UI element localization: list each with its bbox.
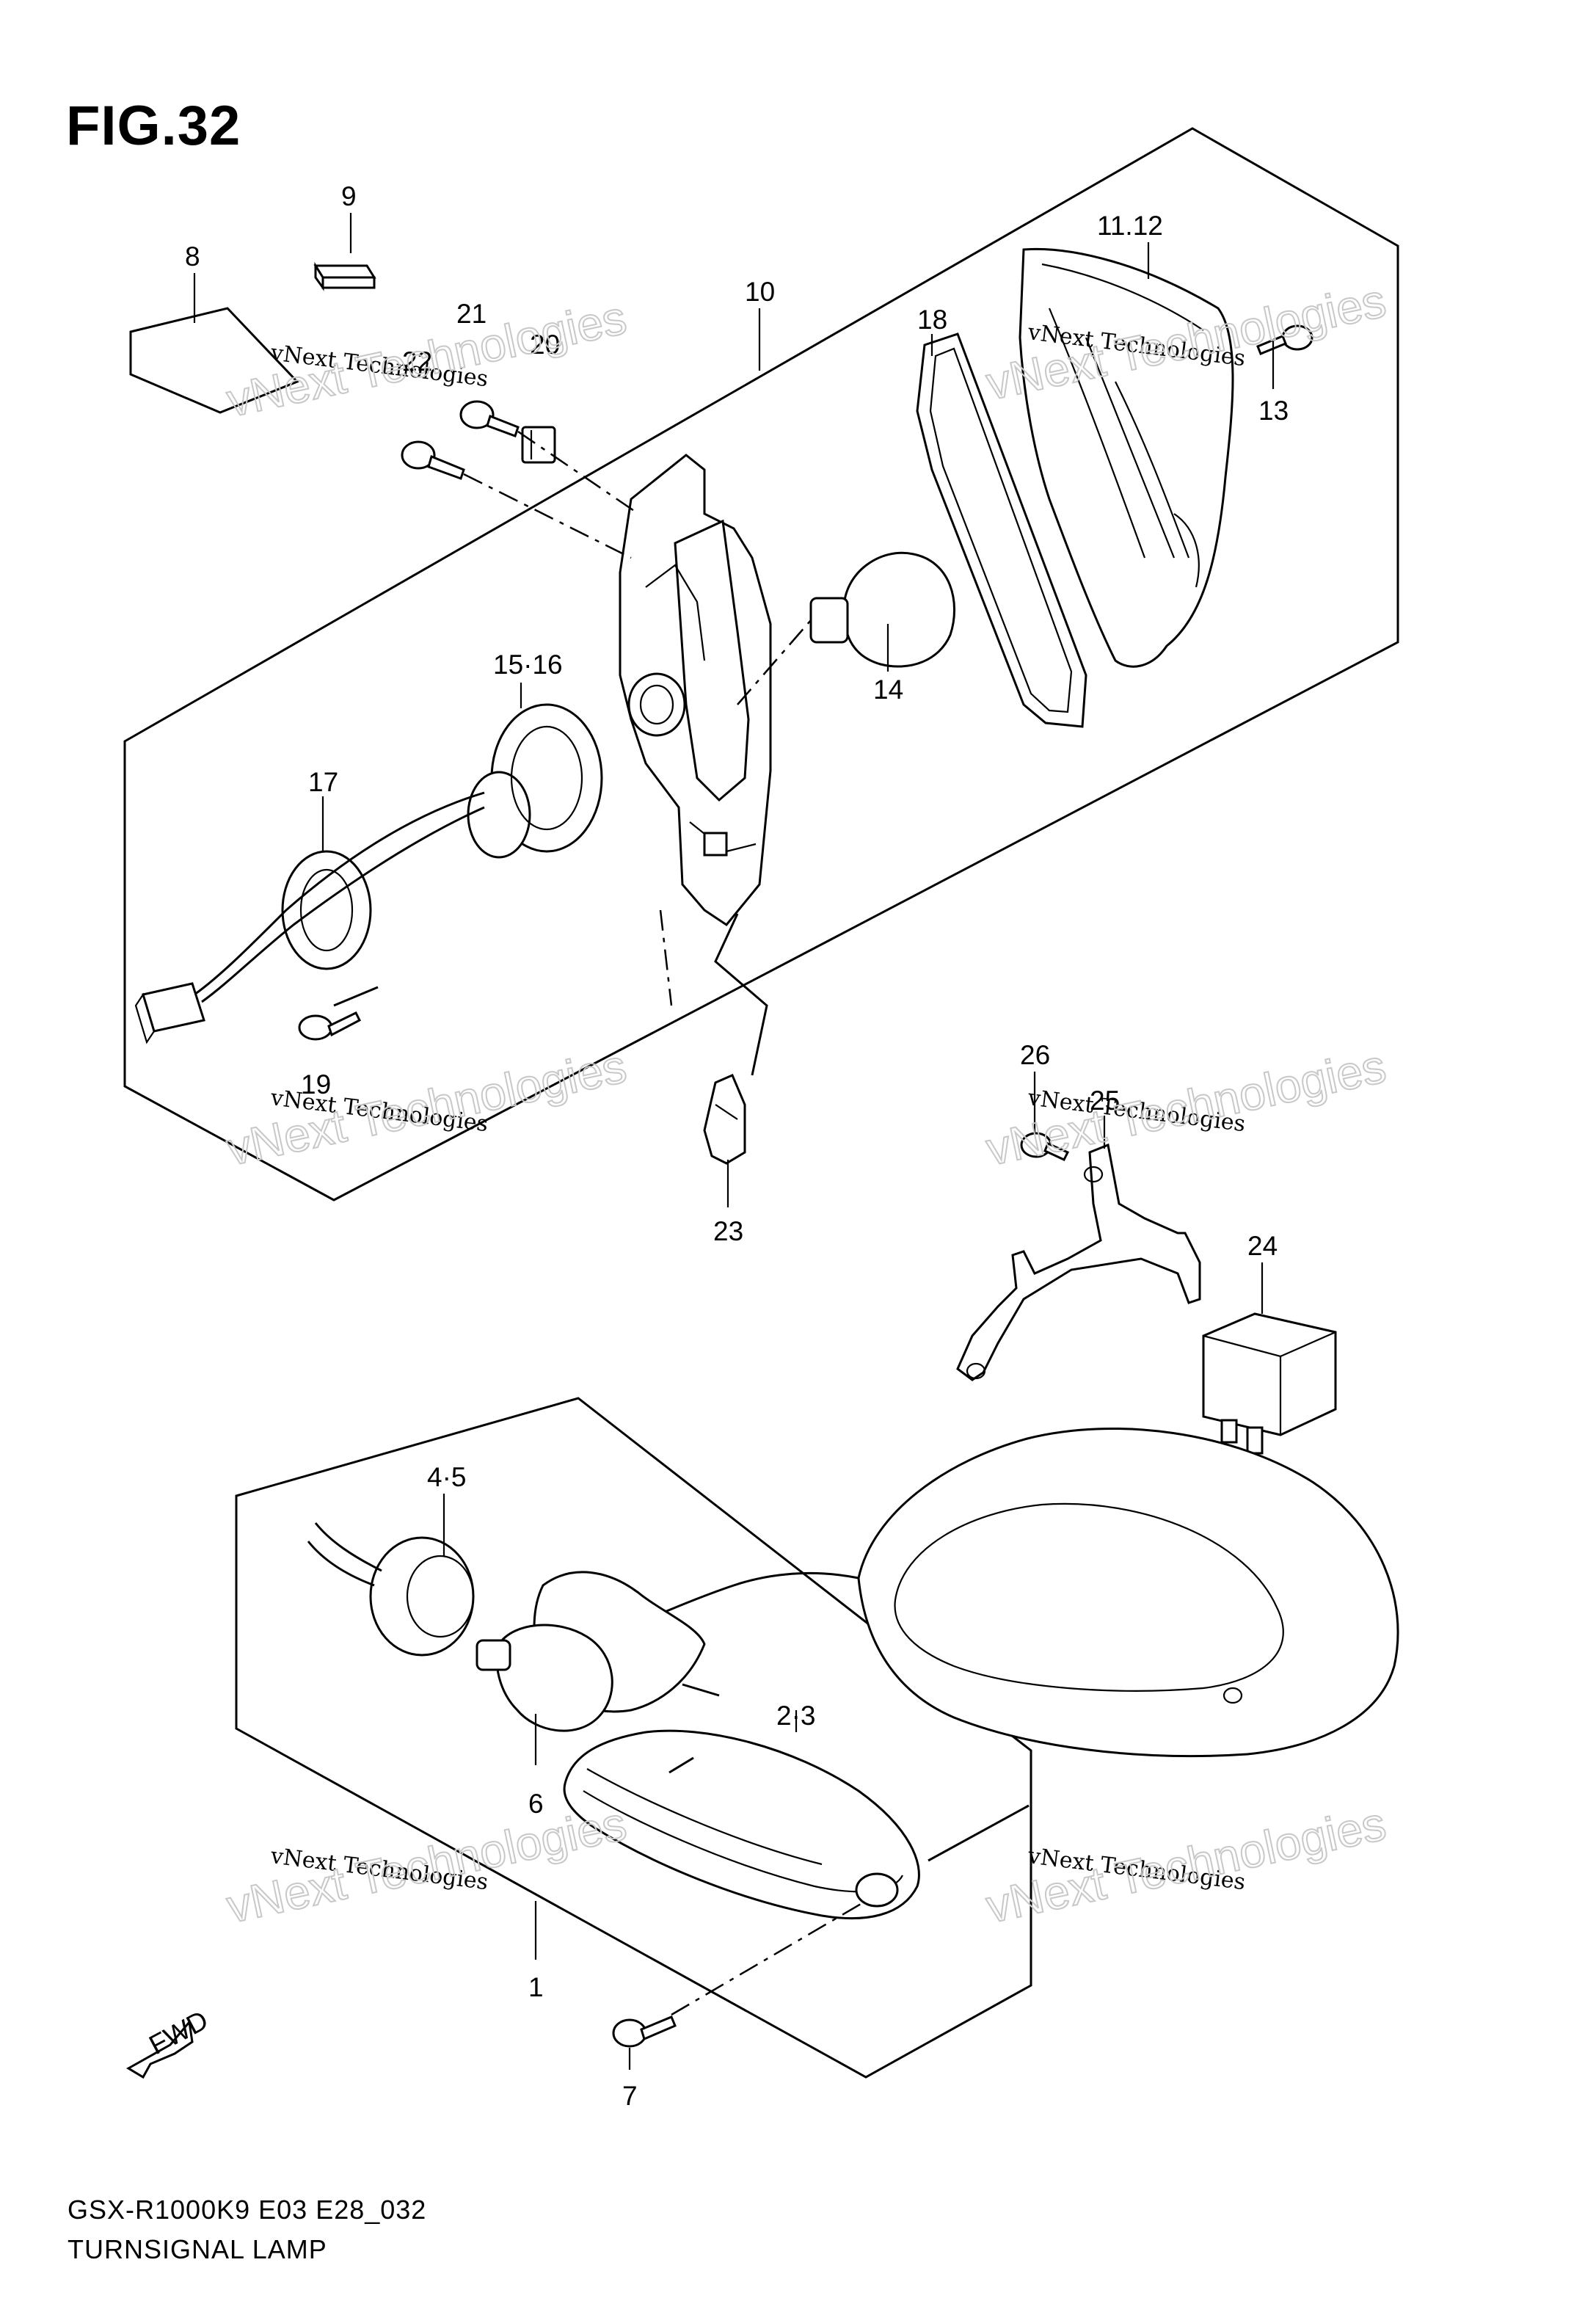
assembly-line	[333, 986, 379, 1007]
part-9-block[interactable]	[313, 261, 376, 291]
label-part-18: 18	[917, 305, 947, 335]
part-13-screw[interactable]	[1256, 324, 1313, 355]
label-part-14: 14	[873, 675, 903, 705]
label-part-15-16: 15·16	[493, 650, 563, 680]
part-17-grommet-harness[interactable]	[134, 791, 485, 1044]
label-part-9: 9	[341, 181, 357, 211]
assembly-line	[671, 1900, 867, 2016]
label-part-19: 19	[301, 1069, 331, 1099]
part-6-bulb[interactable]	[475, 1624, 613, 1732]
assembly-line	[737, 619, 812, 705]
forward-direction-arrow: FWD	[126, 2004, 213, 2079]
figure-title: FIG.32	[66, 95, 241, 157]
label-part-8: 8	[185, 241, 200, 272]
label-part-25: 25	[1090, 1086, 1120, 1116]
part-7-screw[interactable]	[612, 2015, 677, 2048]
part-14-bulb[interactable]	[809, 551, 956, 668]
label-part-22: 22	[402, 346, 432, 377]
label-part-23: 23	[713, 1216, 743, 1246]
label-part-20: 20	[530, 330, 560, 360]
label-part-17: 17	[308, 767, 338, 797]
watermark: vNext Technologies vNext Technologies	[981, 1796, 1391, 1934]
assembly-line	[463, 473, 632, 559]
part-18-gasket[interactable]	[916, 332, 1087, 728]
upper-assembly-frame	[123, 127, 1399, 1202]
assembly-line	[659, 909, 673, 1006]
part-19-screw[interactable]	[298, 1011, 361, 1041]
part-24-relay[interactable]	[1202, 1312, 1337, 1455]
assembly-line	[928, 1804, 1030, 1862]
part-25-relay-bracket[interactable]	[956, 1143, 1201, 1381]
part-4-5-socket[interactable]	[307, 1522, 475, 1657]
label-part-1: 1	[528, 1972, 544, 2002]
section-name-caption: TURNSIGNAL LAMP	[68, 2234, 327, 2264]
label-part-13: 13	[1258, 396, 1289, 426]
label-part-11-12: 11.12	[1097, 211, 1163, 241]
assembly-line	[517, 430, 639, 515]
label-part-6: 6	[528, 1789, 544, 1819]
part-2-3-turnsignal-lens[interactable]	[563, 1729, 920, 1920]
mirror-housing[interactable]	[638, 1428, 1399, 1758]
part-8-label-plate[interactable]	[129, 307, 299, 414]
part-11-12-lens[interactable]	[1019, 247, 1234, 668]
label-part-26: 26	[1020, 1040, 1050, 1070]
watermark: vNext Technologies vNext Technologies	[222, 290, 632, 428]
leader-lines	[193, 213, 1275, 2070]
label-part-7: 7	[622, 2081, 638, 2111]
part-20-clip-nut[interactable]	[521, 426, 556, 464]
label-part-24: 24	[1247, 1231, 1278, 1261]
model-code-caption: GSX-R1000K9 E03 E28_032	[68, 2195, 427, 2225]
part-10-bracket-housing[interactable]	[619, 454, 772, 927]
part-23-clip[interactable]	[703, 1074, 746, 1165]
label-part-21: 21	[456, 299, 487, 329]
part-21-screw[interactable]	[459, 400, 520, 437]
label-part-4-5: 4·5	[427, 1462, 466, 1492]
lower-assembly-frame	[235, 1397, 1032, 2079]
label-part-2-3: 2·3	[776, 1701, 815, 1731]
watermark: vNext Technologies vNext Technologies	[222, 1039, 632, 1177]
part-15-16-socket[interactable]	[467, 703, 603, 859]
part-26-bolt[interactable]	[1020, 1132, 1070, 1161]
assembly-line	[714, 913, 768, 1076]
part-22-screw[interactable]	[401, 440, 465, 480]
label-part-10: 10	[745, 277, 775, 307]
